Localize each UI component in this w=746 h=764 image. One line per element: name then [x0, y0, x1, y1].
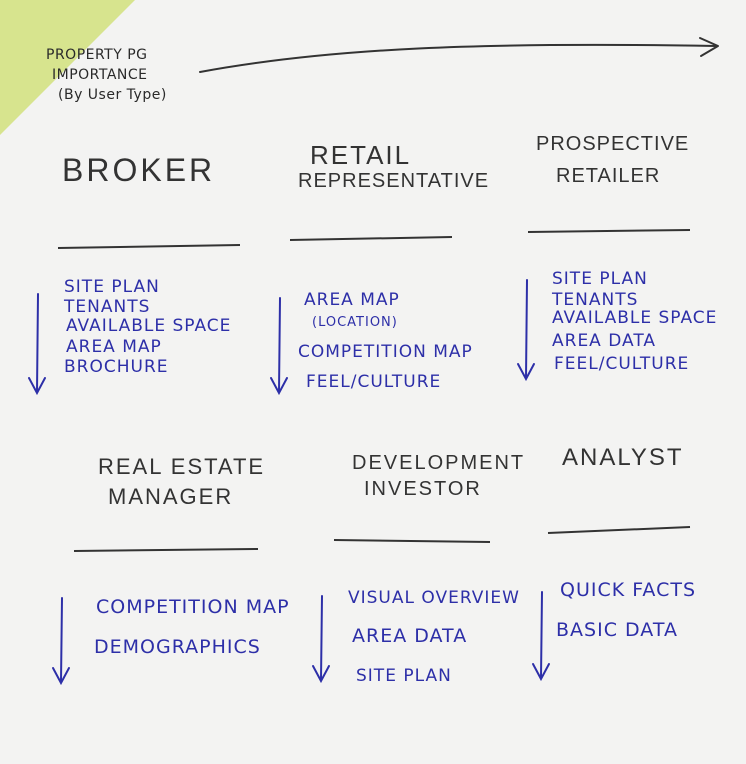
analyst-priority-arrow-icon: [532, 591, 550, 682]
analyst-underline: [547, 526, 691, 534]
retail-rep-heading-line-2: Representative: [298, 170, 490, 192]
corner-highlight: [0, 0, 135, 135]
re-manager-underline: [73, 548, 259, 552]
legend-line-1: Property PG: [46, 47, 148, 63]
retail-rep-item-1: Area Map: [304, 290, 400, 310]
broker-item-3: Available Space: [66, 316, 232, 336]
dev-investor-heading-line-2: Investor: [364, 478, 482, 500]
analyst-item-1: Quick Facts: [560, 579, 697, 601]
prospective-retailer-heading-line-2: Retailer: [556, 165, 661, 187]
broker-item-4: Area Map: [66, 337, 162, 357]
re-manager-item-2: Demographics: [94, 636, 261, 658]
dev-investor-priority-arrow-icon: [312, 595, 330, 684]
prospective-retailer-item-2: Tenants: [552, 290, 639, 310]
prospective-retailer-heading-line-1: Prospective: [536, 133, 690, 155]
retail-rep-heading-line-1: Retail: [310, 140, 412, 170]
legend-line-3: (By User Type): [58, 87, 167, 103]
prospective-retailer-item-5: Feel/Culture: [554, 354, 690, 374]
broker-priority-arrow-icon: [28, 293, 46, 396]
prospective-retailer-priority-arrow-icon: [517, 279, 535, 382]
re-manager-priority-arrow-icon: [52, 597, 70, 686]
retail-rep-underline: [289, 236, 453, 241]
prospective-retailer-underline: [527, 229, 691, 233]
legend-line-2: Importance: [52, 67, 148, 83]
re-manager-item-1: Competition Map: [96, 596, 290, 618]
dev-investor-heading-line-1: Development: [352, 452, 526, 474]
dev-investor-item-3: Site Plan: [356, 666, 452, 686]
prospective-retailer-item-3: Available Space: [552, 308, 718, 328]
dev-investor-item-2: Area Data: [352, 625, 468, 647]
prospective-retailer-item-1: Site Plan: [552, 269, 648, 289]
importance-arrow-head: [699, 37, 719, 57]
re-manager-heading-line-1: Real Estate: [98, 454, 266, 479]
analyst-heading: Analyst: [562, 444, 684, 471]
retail-rep-item-3: Competition Map: [298, 342, 473, 362]
re-manager-heading-line-2: Manager: [108, 484, 234, 509]
importance-arrow-icon: [199, 43, 717, 73]
broker-item-2: Tenants: [64, 297, 151, 317]
broker-underline: [57, 244, 241, 249]
retail-rep-item-4: Feel/Culture: [306, 372, 442, 392]
dev-investor-underline: [333, 539, 491, 543]
retail-rep-priority-arrow-icon: [270, 297, 288, 396]
broker-heading: Broker: [62, 152, 216, 188]
broker-item-1: Site Plan: [64, 277, 160, 297]
retail-rep-item-2: (Location): [312, 315, 398, 330]
dev-investor-item-1: Visual Overview: [348, 588, 520, 608]
analyst-item-2: Basic Data: [556, 619, 678, 641]
prospective-retailer-item-4: Area Data: [552, 331, 657, 351]
broker-item-5: Brochure: [64, 357, 169, 377]
